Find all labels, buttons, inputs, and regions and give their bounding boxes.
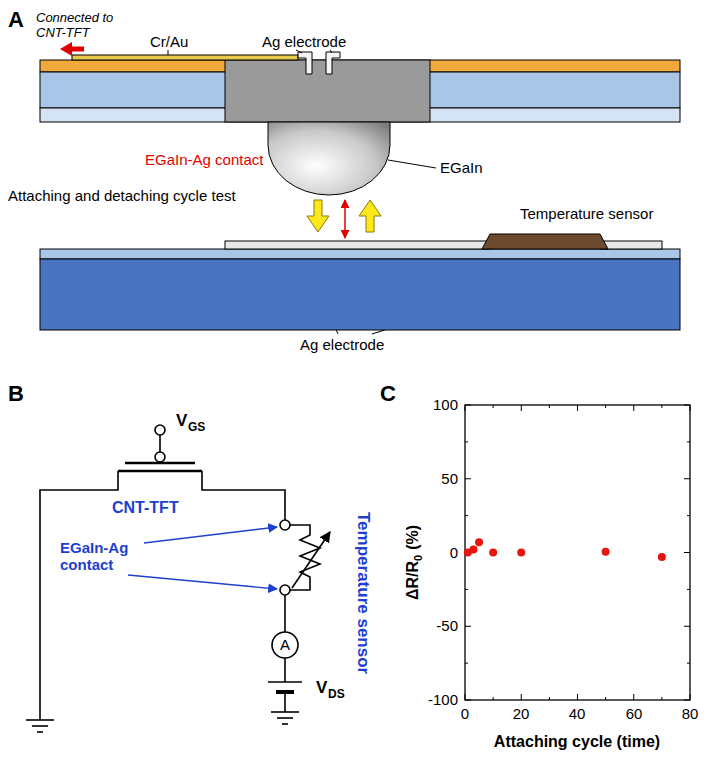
ammeter-symbol-label: A xyxy=(280,636,290,653)
signal-subscript: DS xyxy=(328,688,345,702)
test-label: Attaching and detaching cycle test xyxy=(8,187,236,204)
data-point xyxy=(469,546,477,554)
contact-label: EGaIn-Ag contact xyxy=(60,539,140,574)
tick-label: 80 xyxy=(682,705,699,722)
data-point xyxy=(517,549,525,557)
lower-substrate xyxy=(40,234,680,330)
plot-frame xyxy=(465,405,690,700)
data-point xyxy=(489,549,497,557)
tick-mark xyxy=(465,478,471,479)
part-name: EGaIn xyxy=(440,159,483,176)
contact-gap-arrow xyxy=(344,200,346,238)
part-name: Ag electrode xyxy=(262,33,346,50)
tick-mark xyxy=(465,700,471,701)
note: Connected to CNT-TFT xyxy=(36,11,136,41)
tick-label: 0 xyxy=(450,544,458,561)
tick-mark xyxy=(690,405,691,411)
tick-mark xyxy=(465,626,471,627)
y-axis-title: ΔR/R0 (%) xyxy=(404,525,422,600)
tick-mark xyxy=(687,589,690,590)
tick-label: 100 xyxy=(433,396,458,413)
signal-name: V xyxy=(176,411,187,431)
axis-title-subscript: 0 xyxy=(412,555,424,561)
tick-label: -100 xyxy=(428,691,458,708)
data-points xyxy=(464,538,666,561)
tick-mark xyxy=(577,405,578,411)
part-name: Cr/Au xyxy=(150,33,188,50)
tick-mark xyxy=(465,694,466,700)
tick-mark xyxy=(605,697,606,700)
tick-mark xyxy=(549,405,550,408)
tick-mark xyxy=(465,441,468,442)
panel-letter: C xyxy=(380,381,396,406)
component-name: CNT-TFT xyxy=(112,499,179,517)
connection-arrow xyxy=(70,47,84,52)
tick-mark xyxy=(687,515,690,516)
tick-label: 0 xyxy=(461,705,469,722)
tick-mark xyxy=(684,405,690,406)
tick-mark xyxy=(465,663,468,664)
tick-mark xyxy=(633,694,634,700)
tick-mark xyxy=(684,478,690,479)
tick-mark xyxy=(633,405,634,411)
axis-title-unit: (%) xyxy=(404,525,421,550)
tick-label: -50 xyxy=(436,617,458,634)
tick-mark xyxy=(521,405,522,411)
tick-mark xyxy=(493,405,494,408)
axis-title: ΔR/R xyxy=(404,561,421,600)
component-name: Temperature sensor xyxy=(353,512,373,674)
axis-ticks xyxy=(465,405,690,700)
tick-mark xyxy=(661,697,662,700)
tick-label: 60 xyxy=(626,705,643,722)
tick-label: 40 xyxy=(569,705,586,722)
panel-letter: A xyxy=(8,7,24,32)
tick-mark xyxy=(549,697,550,700)
contact-pointers xyxy=(128,527,277,589)
tick-mark xyxy=(690,694,691,700)
part-name: Ag electrode xyxy=(300,336,384,353)
tick-mark xyxy=(493,697,494,700)
panel-letter: B xyxy=(8,381,24,406)
tick-mark xyxy=(684,700,690,701)
circuit xyxy=(26,425,330,732)
upper-stack xyxy=(40,52,680,195)
tick-label: 20 xyxy=(513,705,530,722)
tick-mark xyxy=(465,405,466,411)
tick-mark xyxy=(687,663,690,664)
data-point xyxy=(475,538,483,546)
tick-mark xyxy=(684,552,690,553)
tick-mark xyxy=(577,694,578,700)
connection-arrow-head xyxy=(60,42,72,56)
tick-mark xyxy=(684,626,690,627)
signal-name: V xyxy=(316,678,327,698)
data-point xyxy=(602,548,610,556)
tick-mark xyxy=(465,515,468,516)
part-name: Temperature sensor xyxy=(520,205,653,222)
data-point xyxy=(658,553,666,561)
axis-title: Attaching cycle (time) xyxy=(494,733,660,751)
tick-label: 50 xyxy=(441,470,458,487)
tick-mark xyxy=(661,405,662,408)
tick-mark xyxy=(605,405,606,408)
tick-mark xyxy=(521,694,522,700)
cycle-arrows xyxy=(307,200,381,232)
tick-mark xyxy=(465,405,471,406)
contact-label: EGaIn-Ag contact xyxy=(145,151,263,168)
signal-subscript: GS xyxy=(188,421,205,435)
tick-mark xyxy=(465,589,468,590)
tick-mark xyxy=(687,441,690,442)
